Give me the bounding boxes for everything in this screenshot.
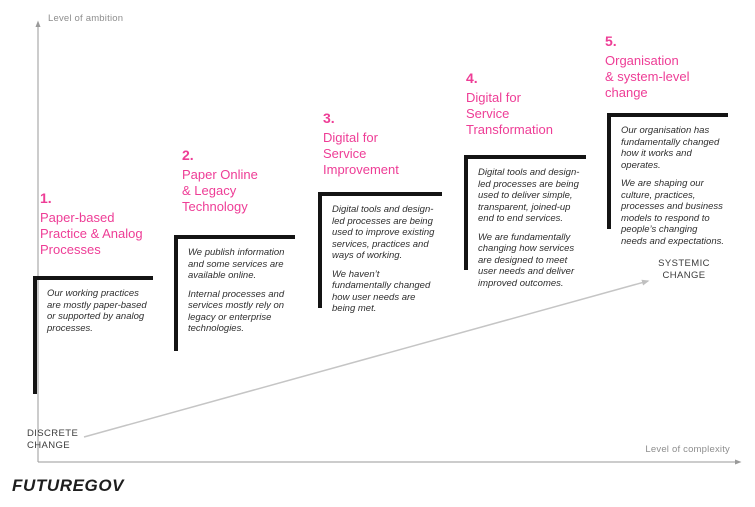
stage-5-description-box: Our organisation has fundamentally chang…: [607, 113, 728, 247]
stage-1-heading: 1. Paper-based Practice & Analog Process…: [40, 190, 160, 258]
stage-2-description-box: We publish information and some services…: [174, 235, 295, 351]
y-axis-label: Level of ambition: [48, 13, 124, 24]
stage-2-title: Paper Online & Legacy Technology: [182, 167, 258, 214]
stage-3-description-box: Digital tools and design-led processes a…: [318, 192, 442, 314]
stage-4-title: Digital for Service Transformation: [466, 90, 553, 137]
x-axis-label: Level of complexity: [645, 444, 730, 455]
stage-2-heading: 2. Paper Online & Legacy Technology: [182, 147, 292, 215]
stage-4-description-box: Digital tools and design-led processes a…: [464, 155, 586, 289]
discrete-change-label: DISCRETE CHANGE: [27, 428, 79, 451]
stage-1-description-box: Our working practices are mostly paper-b…: [33, 276, 153, 394]
systemic-change-label: SYSTEMIC CHANGE: [658, 258, 710, 281]
stage-5-paragraph: Our organisation has fundamentally chang…: [621, 125, 720, 171]
stage-5-number: 5.: [605, 33, 617, 49]
stage-5-title: Organisation & system-level change: [605, 53, 690, 100]
stage-4-paragraph: Digital tools and design-led processes a…: [478, 167, 580, 224]
stage-4-number: 4.: [466, 70, 478, 86]
stage-4-heading: 4. Digital for Service Transformation: [466, 70, 581, 138]
stage-3-title: Digital for Service Improvement: [323, 130, 399, 177]
stage-5-heading: 5. Organisation & system-level change: [605, 33, 720, 101]
stage-3-paragraph: We haven’t fundamentally changed how use…: [332, 268, 431, 315]
stage-1-paragraph: Our working practices are mostly paper-b…: [47, 288, 147, 334]
stage-3-paragraph: Digital tools and design-led processes a…: [332, 204, 435, 261]
stage-2-paragraph: We publish information and some services…: [188, 247, 285, 281]
stage-2-number: 2.: [182, 147, 194, 163]
stage-3-number: 3.: [323, 110, 335, 126]
stage-1-number: 1.: [40, 190, 52, 206]
futuregov-logo: FUTUREGOV: [12, 476, 125, 495]
growth-arrow: [83, 279, 650, 438]
stage-2-paragraph: Internal processes and services mostly r…: [188, 288, 285, 335]
stage-1-title: Paper-based Practice & Analog Processes: [40, 210, 143, 257]
stage-3-heading: 3. Digital for Service Improvement: [323, 110, 433, 178]
stage-5-paragraph: We are shaping our culture, practices, p…: [621, 178, 724, 247]
stage-4-paragraph: We are fundamentally changing how servic…: [478, 231, 575, 289]
